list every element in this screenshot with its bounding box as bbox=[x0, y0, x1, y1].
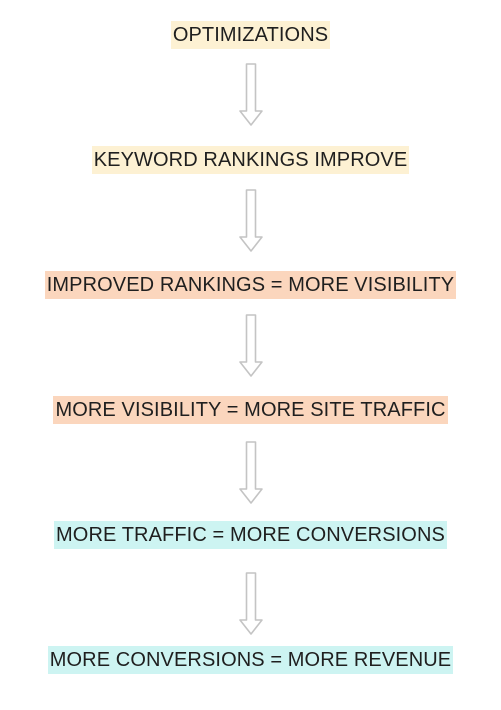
down-arrow-icon bbox=[237, 441, 265, 505]
step-label-more-traffic: MORE TRAFFIC = MORE CONVERSIONS bbox=[54, 521, 447, 549]
step-2: KEYWORD RANKINGS IMPROVE bbox=[0, 146, 501, 174]
step-label-more-visibility: MORE VISIBILITY = MORE SITE TRAFFIC bbox=[53, 396, 448, 424]
step-label-improved-rankings: IMPROVED RANKINGS = MORE VISIBILITY bbox=[44, 271, 457, 299]
step-label-more-conversions: MORE CONVERSIONS = MORE REVENUE bbox=[47, 646, 454, 674]
step-label-keyword-rankings: KEYWORD RANKINGS IMPROVE bbox=[91, 146, 410, 174]
down-arrow-icon bbox=[237, 63, 265, 127]
down-arrow-icon bbox=[237, 572, 265, 636]
step-label-optimizations: OPTIMIZATIONS bbox=[170, 21, 331, 49]
step-6: MORE CONVERSIONS = MORE REVENUE bbox=[0, 646, 501, 674]
down-arrow-icon bbox=[237, 314, 265, 378]
step-5: MORE TRAFFIC = MORE CONVERSIONS bbox=[0, 521, 501, 549]
down-arrow-icon bbox=[237, 189, 265, 253]
step-4: MORE VISIBILITY = MORE SITE TRAFFIC bbox=[0, 396, 501, 424]
step-1: OPTIMIZATIONS bbox=[0, 21, 501, 49]
step-3: IMPROVED RANKINGS = MORE VISIBILITY bbox=[0, 271, 501, 299]
